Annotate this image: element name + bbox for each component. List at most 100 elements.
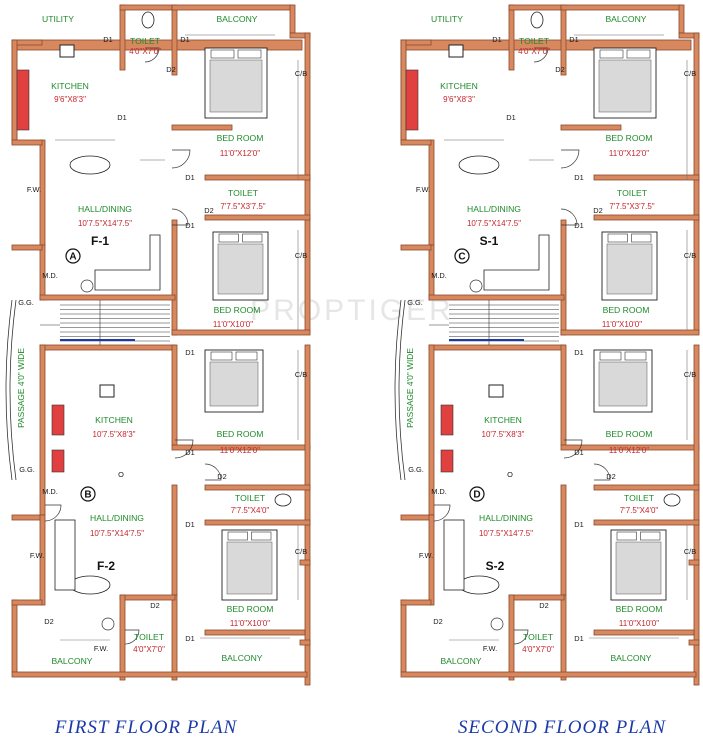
bed-mattress	[217, 243, 264, 295]
wall-segment	[39, 514, 46, 606]
fw-label: F.W.	[483, 644, 497, 653]
fw-label: F.W.	[30, 551, 44, 560]
room-name-hall-dining: HALL/DINING	[78, 204, 132, 214]
room-dim-bedroom: 11'0"X10'0"	[602, 320, 642, 329]
dining-table-icon	[458, 575, 500, 595]
toilet-icon	[274, 493, 292, 507]
passage-edge	[394, 299, 402, 481]
wall-segment	[289, 4, 296, 34]
room-name-toilet: TOILET	[130, 36, 161, 46]
wall-segment	[508, 4, 562, 11]
bed-mattress	[606, 243, 653, 295]
room-dim-kitchen: 9'6"X8'3"	[54, 95, 86, 104]
circle-marker-label: B	[84, 490, 91, 501]
wall-segment	[560, 594, 567, 681]
room-dim-bedroom: 11'0"X10'0"	[619, 619, 659, 628]
kitchen-counter	[51, 449, 65, 473]
door-label: D2	[555, 65, 564, 74]
room-name-utility: UTILITY	[431, 14, 463, 24]
wall-segment	[693, 344, 700, 686]
door-label: D1	[185, 520, 194, 529]
door-label: D2	[44, 617, 53, 626]
wall-segment	[119, 4, 126, 71]
door-label: D2	[150, 601, 159, 610]
pillow	[607, 233, 628, 243]
wall-segment	[171, 219, 178, 336]
passage-edge	[398, 299, 406, 481]
room-dim-toilet: 7'7.5"X4'0"	[231, 506, 270, 515]
door-swing	[533, 47, 549, 63]
cupboard-label: C/B	[684, 69, 696, 78]
bed-mattress	[598, 59, 652, 113]
wall-segment	[508, 4, 515, 71]
room-name-bedroom: BED ROOM	[217, 133, 264, 143]
door-label: D2	[217, 472, 226, 481]
o-label: O	[118, 470, 124, 479]
door-label: D2	[204, 206, 213, 215]
cupboard-label: C/B	[295, 69, 307, 78]
door-label: D1	[574, 520, 583, 529]
room-name-kitchen: KITCHEN	[484, 415, 522, 425]
room-name-toilet: TOILET	[134, 632, 165, 642]
circle-marker-label: A	[69, 252, 76, 263]
flat-label: S-1	[480, 234, 499, 248]
wall-segment	[171, 484, 178, 596]
wall-segment	[400, 671, 697, 678]
door-swing	[171, 208, 189, 226]
pillow	[218, 233, 239, 243]
room-name-bedroom: BED ROOM	[606, 429, 653, 439]
circle-marker	[469, 486, 485, 502]
pillow	[626, 49, 651, 59]
room-name-balcony: BALCONY	[216, 14, 257, 24]
kitchen-counter	[51, 404, 65, 436]
room-dim-kitchen: 10'7.5"X8'3"	[482, 430, 525, 439]
room-name-kitchen: KITCHEN	[440, 81, 478, 91]
wall-segment	[299, 639, 311, 646]
room-name-hall-dining: HALL/DINING	[479, 513, 533, 523]
room-dim-bedroom: 11'0"X12'0"	[220, 149, 260, 158]
cupboard-label: C/B	[684, 547, 696, 556]
dining-table-icon	[458, 155, 500, 175]
door-label: D1	[569, 35, 578, 44]
room-name-toilet: TOILET	[617, 188, 648, 198]
passage-label: PASSAGE 4'0" WIDE	[16, 348, 26, 428]
md-label: M.D.	[42, 487, 58, 496]
bed-mattress	[598, 361, 648, 407]
fridge-icon	[488, 384, 504, 398]
room-name-toilet: TOILET	[519, 36, 550, 46]
wall-segment	[39, 344, 176, 351]
fan-icon	[80, 279, 94, 293]
door-label: D1	[185, 221, 194, 230]
wall-segment	[560, 484, 567, 596]
wall-segment	[428, 514, 435, 606]
wall-segment	[11, 599, 18, 673]
wall-segment	[400, 139, 432, 146]
room-name-bedroom: BED ROOM	[606, 133, 653, 143]
flat-label: S-2	[486, 559, 505, 573]
wall-segment	[119, 594, 176, 601]
wall-segment	[204, 519, 311, 526]
cupboard-label: C/B	[295, 547, 307, 556]
pillow	[242, 233, 263, 243]
kitchen-counter	[440, 404, 454, 436]
door-swing	[563, 439, 583, 459]
room-name-hall-dining: HALL/DINING	[467, 204, 521, 214]
room-name-bedroom: BED ROOM	[603, 305, 650, 315]
door-label: D2	[606, 472, 615, 481]
md-label: M.D.	[42, 271, 58, 280]
wall-segment	[400, 599, 432, 606]
wall-segment	[171, 344, 178, 446]
door-label: D1	[103, 35, 112, 44]
room-name-balcony: BALCONY	[221, 653, 262, 663]
room-dim-bedroom: 11'0"X10'0"	[230, 619, 270, 628]
passage-edge	[9, 299, 17, 481]
cupboard-label: C/B	[295, 370, 307, 379]
room-dim-kitchen: 9'6"X8'3"	[443, 95, 475, 104]
door-swing	[513, 629, 529, 645]
wall-segment	[171, 594, 178, 681]
room-name-balcony: BALCONY	[440, 656, 481, 666]
sofa-icon	[443, 519, 465, 591]
door-label: D1	[180, 35, 189, 44]
door-swing	[560, 208, 578, 226]
gg-label: G.G.	[407, 298, 423, 307]
